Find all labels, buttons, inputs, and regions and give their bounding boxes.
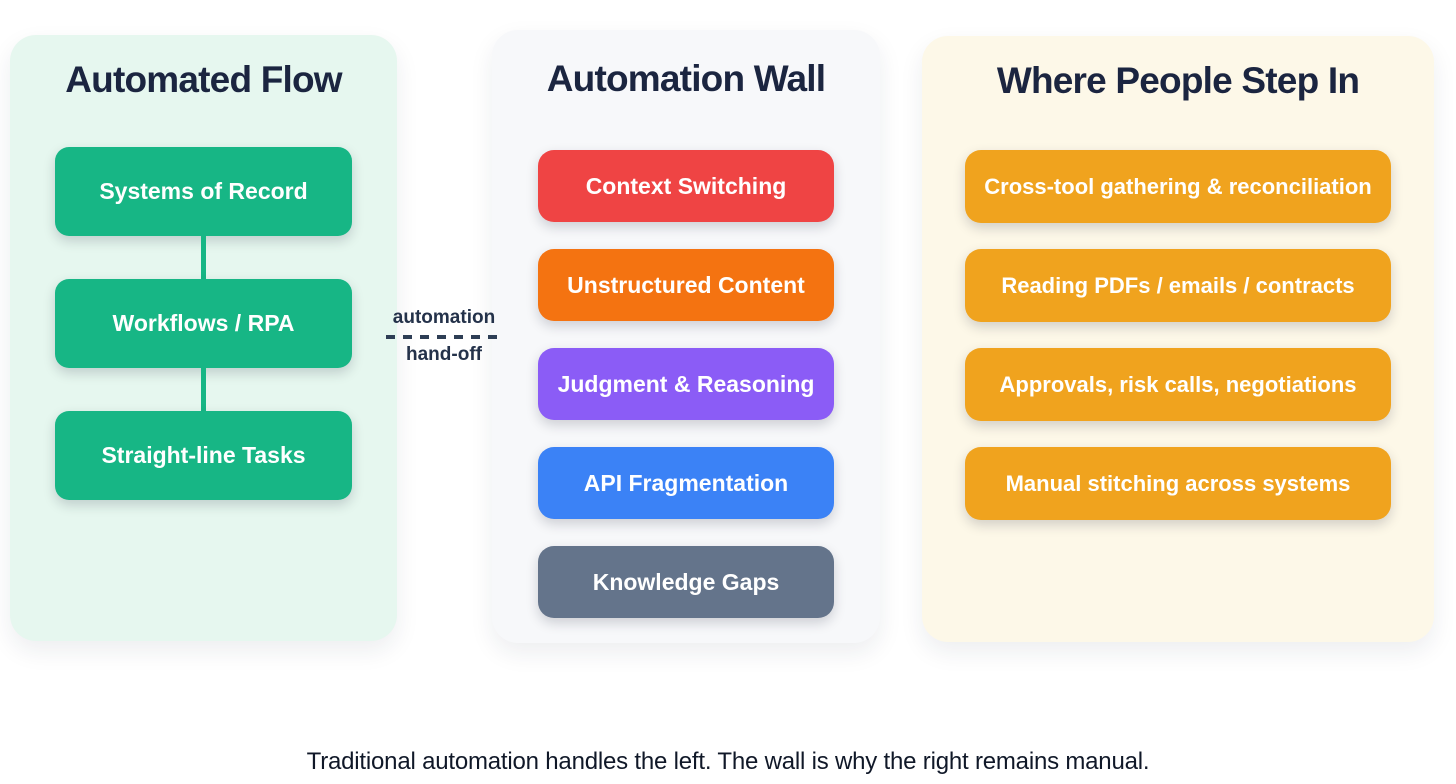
handoff-dashed-line [386, 335, 502, 339]
people-column: Cross-tool gathering & reconciliation Re… [922, 150, 1434, 520]
flow-connector [201, 368, 206, 411]
wall-block-label: API Fragmentation [583, 469, 789, 496]
wall-block-judgment-reasoning: Judgment & Reasoning [538, 348, 834, 420]
flow-column: Systems of Record Workflows / RPA Straig… [10, 147, 397, 500]
panel-title-automation-wall: Automation Wall [546, 58, 826, 99]
wall-block-context-switching: Context Switching [538, 150, 834, 222]
panel-where-people-step-in: Where People Step In Cross-tool gatherin… [922, 36, 1434, 642]
panel-automated-flow: Automated Flow Systems of Record Workflo… [10, 35, 397, 641]
panel-title-where-people-step-in: Where People Step In [996, 60, 1360, 101]
wall-block-unstructured-content: Unstructured Content [538, 249, 834, 321]
people-block-label: Manual stitching across systems [1005, 470, 1351, 496]
panel-title-automated-flow: Automated Flow [65, 59, 342, 100]
handoff-line2: hand-off [406, 344, 482, 365]
people-block-label: Cross-tool gathering & reconciliation [984, 173, 1372, 199]
flow-connector [201, 236, 206, 279]
handoff-line1: automation [392, 307, 496, 328]
people-block-label: Approvals, risk calls, negotiations [999, 371, 1357, 397]
people-block-manual-stitching: Manual stitching across systems [965, 447, 1391, 520]
people-block-reading-pdfs: Reading PDFs / emails / contracts [965, 249, 1391, 322]
flow-node-label: Workflows / RPA [112, 310, 295, 336]
wall-block-label: Judgment & Reasoning [557, 370, 815, 397]
panel-automation-wall: Automation Wall Context Switching Unstru… [492, 30, 880, 643]
wall-block-knowledge-gaps: Knowledge Gaps [538, 546, 834, 618]
people-block-cross-tool-gathering: Cross-tool gathering & reconciliation [965, 150, 1391, 223]
flow-node-straight-line-tasks: Straight-line Tasks [55, 411, 352, 500]
flow-node-systems-of-record: Systems of Record [55, 147, 352, 236]
wall-block-label: Unstructured Content [567, 271, 805, 298]
flow-node-workflows-rpa: Workflows / RPA [55, 279, 352, 368]
wall-block-label: Knowledge Gaps [592, 568, 780, 595]
people-block-approvals-risk-calls: Approvals, risk calls, negotiations [965, 348, 1391, 421]
wall-block-label: Context Switching [585, 172, 787, 199]
people-block-label: Reading PDFs / emails / contracts [1001, 272, 1355, 298]
wall-block-api-fragmentation: API Fragmentation [538, 447, 834, 519]
flow-node-label: Straight-line Tasks [101, 442, 306, 468]
handoff-label: automation hand-off [384, 306, 504, 367]
caption: Traditional automation handles the left.… [306, 748, 1150, 775]
wall-column: Context Switching Unstructured Content J… [492, 150, 880, 618]
flow-node-label: Systems of Record [99, 178, 308, 204]
